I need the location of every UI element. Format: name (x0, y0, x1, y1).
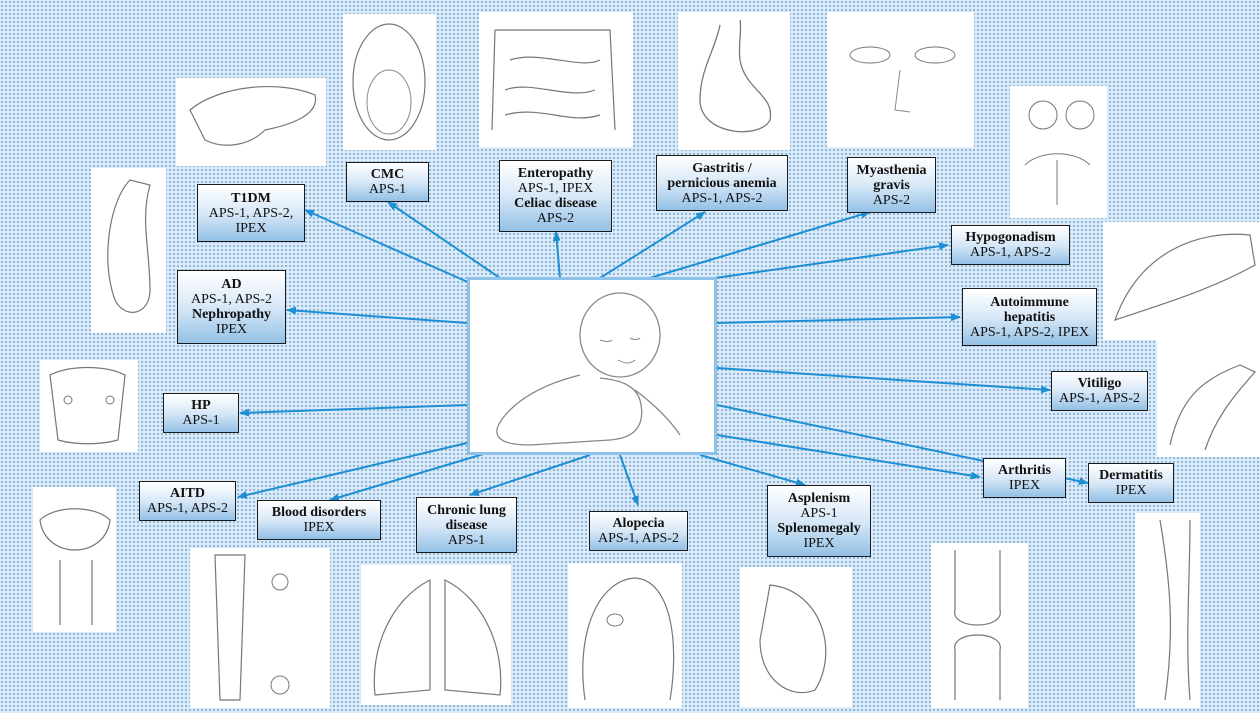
label-blood-disorders-detail: IPEX (262, 520, 376, 535)
label-ad-detail: APS-1, APS-2 (182, 292, 281, 307)
label-t1dm-detail: APS-1, APS-2, (202, 206, 300, 221)
label-blood-disorders-name: Blood disorders (262, 505, 376, 520)
joint-sketch (931, 543, 1028, 708)
label-nephropathy-name: Nephropathy (182, 307, 281, 322)
label-enteropathy: Enteropathy APS-1, IPEX Celiac disease A… (499, 160, 612, 232)
arrow-hp (240, 405, 467, 413)
label-chronic-lung-detail: APS-1 (421, 533, 512, 548)
label-hepatitis-name-b: hepatitis (967, 310, 1092, 325)
label-hp: HP APS-1 (163, 393, 239, 433)
label-vitiligo-name: Vitiligo (1056, 376, 1143, 391)
blood-sketch (190, 548, 330, 708)
arm-sketch (1135, 513, 1200, 708)
label-t1dm-name: T1DM (202, 191, 300, 206)
hand-sketch (1157, 337, 1260, 457)
label-hypogonadism-detail: APS-1, APS-2 (956, 245, 1065, 260)
label-myasthenia-name-b: gravis (852, 178, 931, 193)
label-chronic-lung-name-b: disease (421, 518, 512, 533)
label-ad: AD APS-1, APS-2 Nephropathy IPEX (177, 270, 286, 344)
label-chronic-lung-name: Chronic lung (421, 503, 512, 518)
label-dermatitis-detail: IPEX (1093, 483, 1169, 498)
label-vitiligo-detail: APS-1, APS-2 (1056, 391, 1143, 406)
label-dermatitis: Dermatitis IPEX (1088, 463, 1174, 503)
face-sketch (827, 12, 974, 147)
label-splenomegaly-name: Splenomegaly (772, 521, 866, 536)
adrenal-kidney-sketch (91, 168, 166, 333)
label-t1dm-detail2: IPEX (202, 221, 300, 236)
label-hp-detail: APS-1 (168, 413, 234, 428)
arrow-gastritis (600, 212, 705, 278)
label-asplenism-name: Asplenism (772, 491, 866, 506)
intestine-sketch (479, 12, 633, 147)
arrow-chronic-lung (470, 455, 590, 495)
label-hypogonadism: Hypogonadism APS-1, APS-2 (951, 225, 1070, 265)
arrow-cmc (388, 202, 500, 278)
label-arthritis-detail: IPEX (988, 478, 1061, 493)
arrow-autoimmune-hepatitis (717, 317, 960, 323)
gonads-sketch (1010, 86, 1107, 218)
arrow-hypogonadism (715, 245, 948, 278)
label-ad-name: AD (182, 277, 281, 292)
arrow-t1dm (305, 210, 470, 283)
arrow-blood-disorders (330, 452, 490, 500)
central-child-illustration (467, 277, 717, 455)
label-asplenism-detail: APS-1 (772, 506, 866, 521)
label-myasthenia-detail: APS-2 (852, 193, 931, 208)
label-vitiligo: Vitiligo APS-1, APS-2 (1051, 371, 1148, 411)
spleen-sketch (740, 567, 852, 707)
label-aitd-detail: APS-1, APS-2 (144, 501, 231, 516)
arrow-alopecia (620, 455, 638, 505)
label-celiac-name: Celiac disease (504, 196, 607, 211)
label-autoimmune-hepatitis: Autoimmune hepatitis APS-1, APS-2, IPEX (962, 288, 1097, 346)
label-arthritis-name: Arthritis (988, 463, 1061, 478)
label-aitd: AITD APS-1, APS-2 (139, 481, 236, 521)
mouth-sketch (343, 14, 436, 150)
arrow-myasthenia (650, 212, 870, 278)
label-autoimmune-name: Autoimmune (967, 295, 1092, 310)
arrow-ad (287, 310, 467, 323)
label-chronic-lung: Chronic lung disease APS-1 (416, 497, 517, 553)
arrow-asplenism (700, 455, 805, 485)
label-blood-disorders: Blood disorders IPEX (257, 500, 381, 540)
label-nephropathy-detail: IPEX (182, 322, 281, 337)
parathyroid-sketch (40, 360, 138, 452)
arrow-enteropathy (556, 232, 560, 278)
label-autoimmune-detail: APS-1, APS-2, IPEX (967, 325, 1092, 340)
label-alopecia: Alopecia APS-1, APS-2 (589, 511, 688, 551)
label-myasthenia: Myasthenia gravis APS-2 (847, 157, 936, 213)
label-aitd-name: AITD (144, 486, 231, 501)
label-dermatitis-name: Dermatitis (1093, 468, 1169, 483)
label-cmc-detail: APS-1 (351, 182, 424, 197)
label-myasthenia-name: Myasthenia (852, 163, 931, 178)
label-alopecia-name: Alopecia (594, 516, 683, 531)
arrow-vitiligo (717, 368, 1050, 390)
label-asplenism: Asplenism APS-1 Splenomegaly IPEX (767, 485, 871, 557)
label-splenomegaly-detail: IPEX (772, 536, 866, 551)
label-cmc: CMC APS-1 (346, 162, 429, 202)
label-cmc-name: CMC (351, 167, 424, 182)
pancreas-sketch (176, 78, 326, 166)
label-hypogonadism-name: Hypogonadism (956, 230, 1065, 245)
label-enteropathy-detail: APS-1, IPEX (504, 181, 607, 196)
label-celiac-detail: APS-2 (504, 211, 607, 226)
label-hp-name: HP (168, 398, 234, 413)
label-alopecia-detail: APS-1, APS-2 (594, 531, 683, 546)
label-gastritis: Gastritis / pernicious anemia APS-1, APS… (656, 155, 788, 211)
liver-sketch (1103, 222, 1260, 340)
head-sketch (568, 563, 682, 708)
lungs-sketch (361, 565, 511, 705)
label-t1dm: T1DM APS-1, APS-2, IPEX (197, 184, 305, 242)
label-gastritis-detail: APS-1, APS-2 (661, 191, 783, 206)
label-enteropathy-name: Enteropathy (504, 166, 607, 181)
stomach-sketch (678, 12, 790, 150)
label-gastritis-name: Gastritis / (661, 161, 783, 176)
label-gastritis-name-b: pernicious anemia (661, 176, 783, 191)
child-sketch (470, 280, 714, 452)
thyroid-sketch (33, 487, 116, 632)
label-arthritis: Arthritis IPEX (983, 458, 1066, 498)
